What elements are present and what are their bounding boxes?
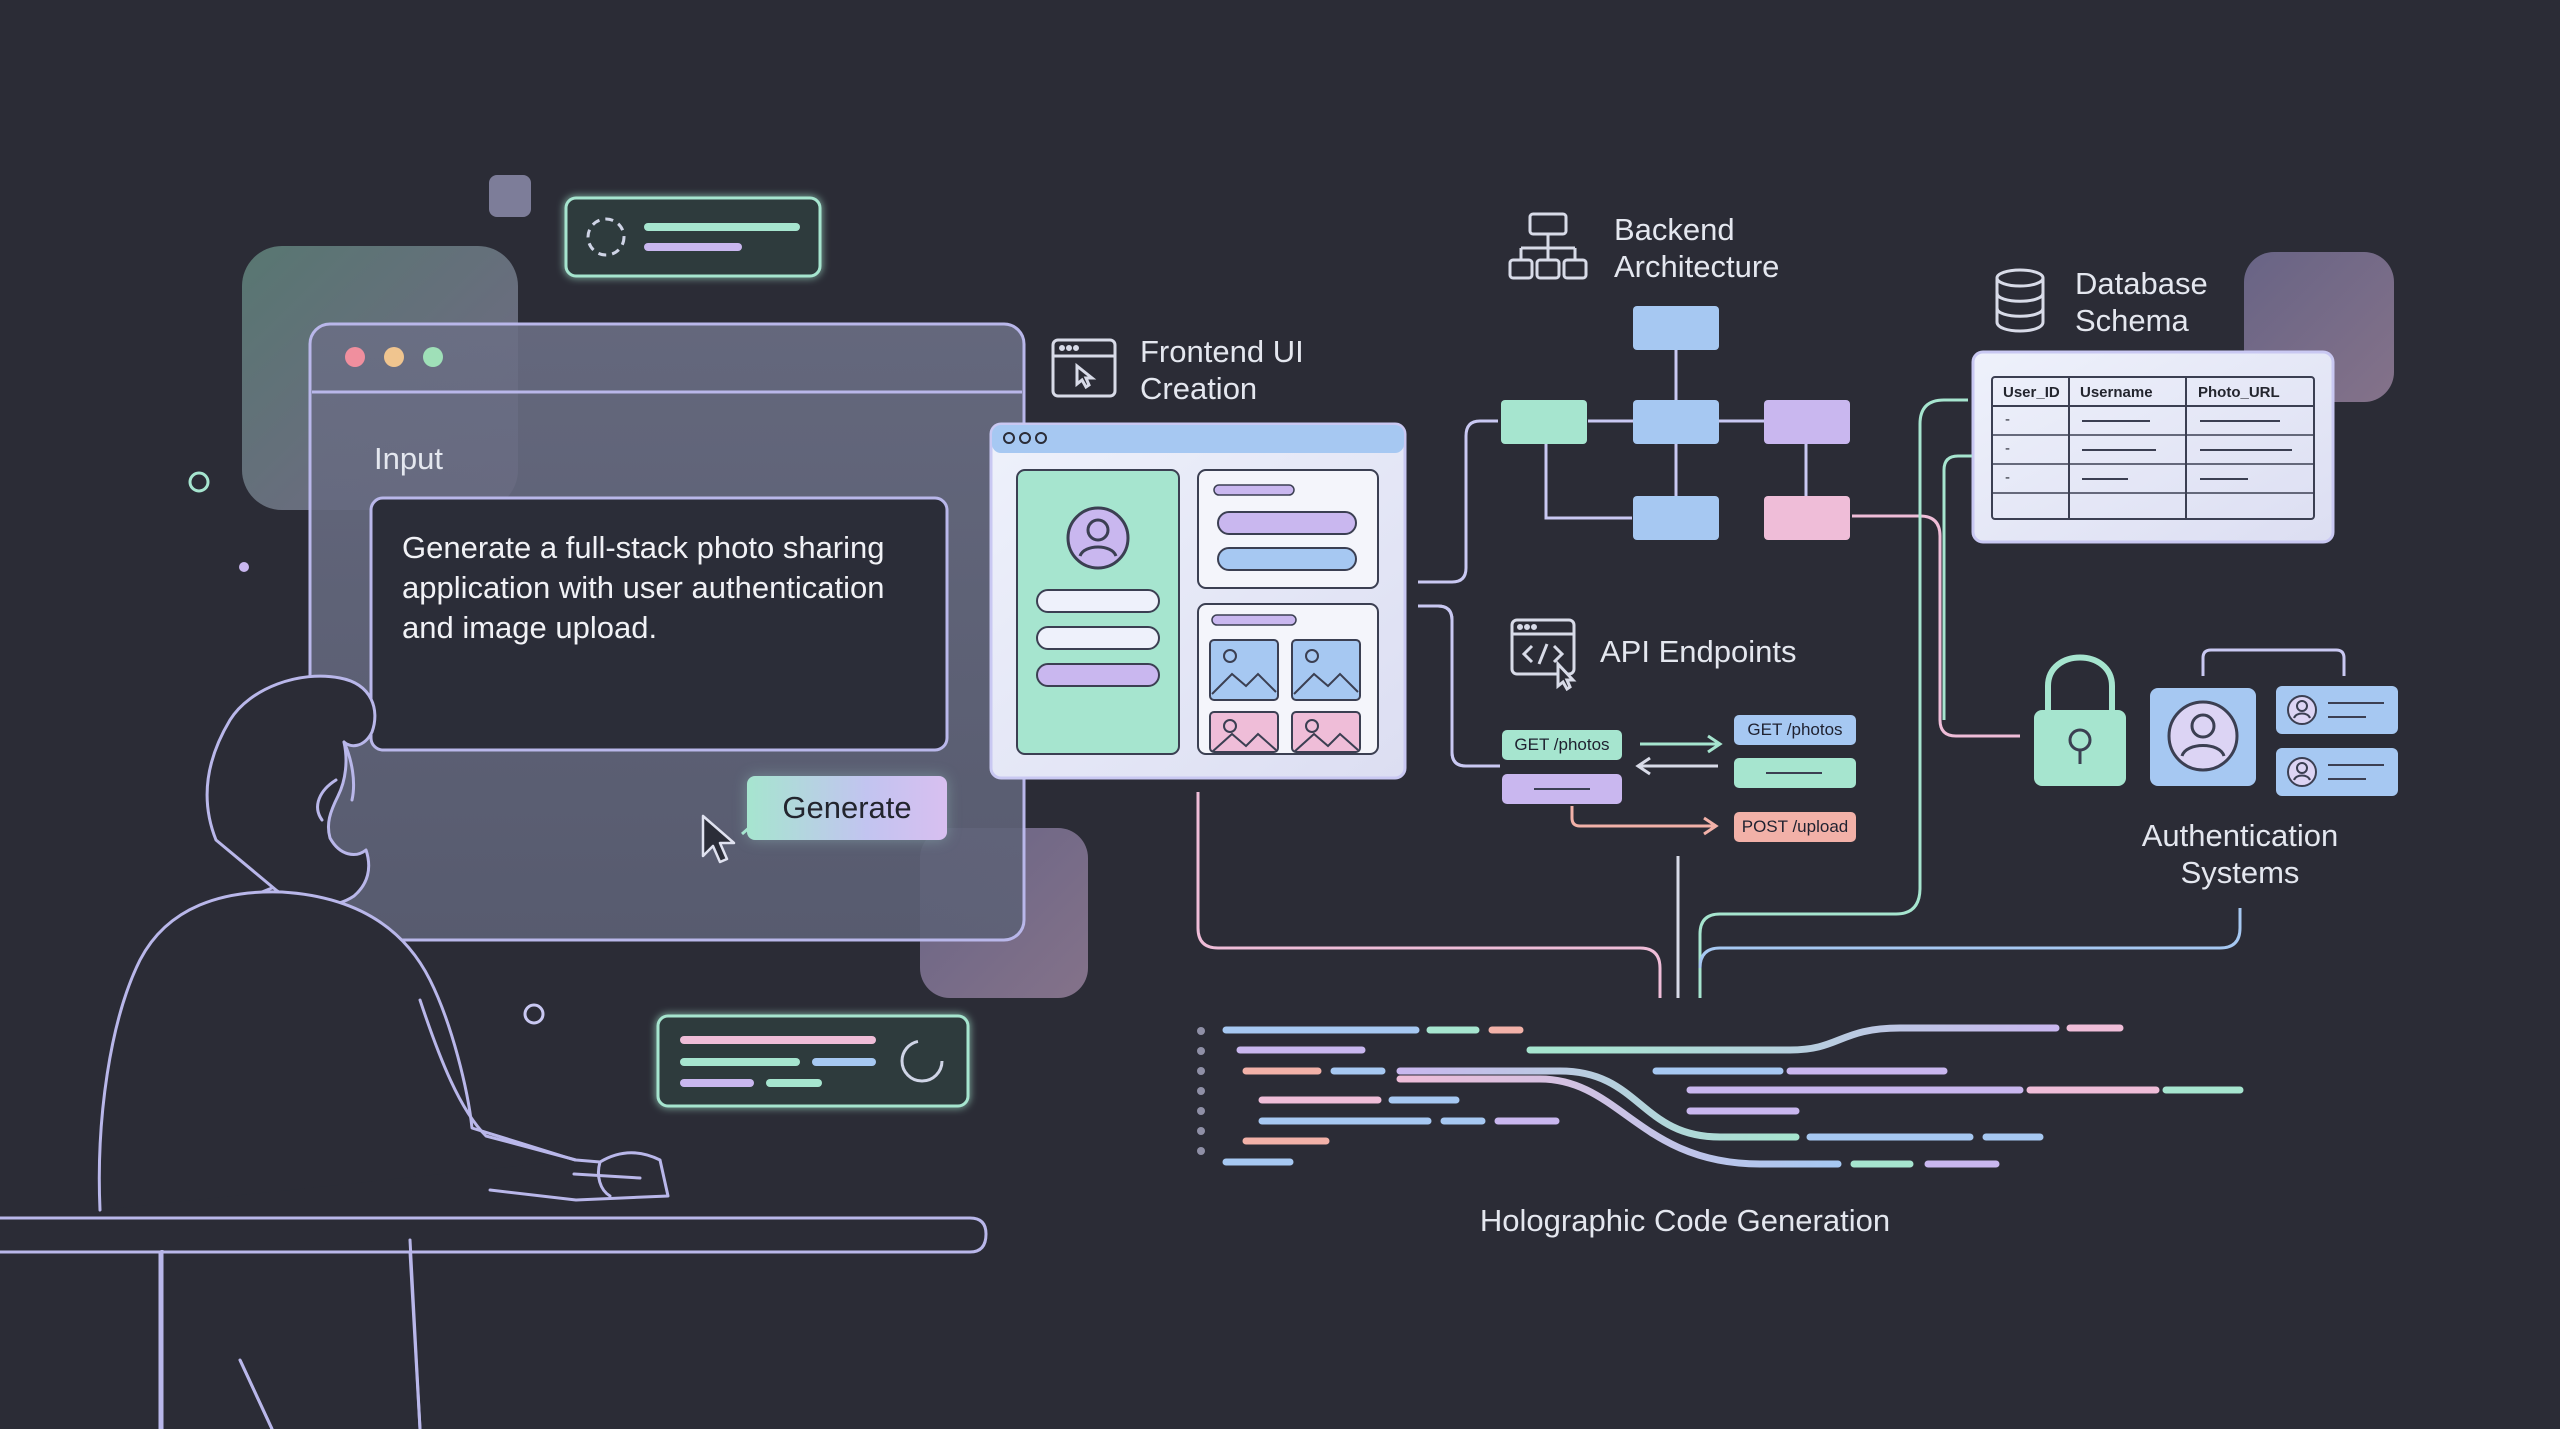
deco-dot [188, 471, 210, 493]
deco-square-small [489, 175, 531, 217]
api-get-photos-tag[interactable]: GET /photos [1502, 730, 1622, 760]
backend-node [1764, 496, 1850, 540]
frontend-ui-panel [989, 422, 1407, 780]
prompt-text[interactable]: Generate a full-stack photo sharing appl… [402, 530, 885, 645]
database-label-line2: Schema [2075, 303, 2189, 338]
api-get-photos-tag-right[interactable]: GET /photos [1734, 715, 1856, 745]
codegen-label: Holographic Code Generation [1479, 1203, 1891, 1238]
user-avatar-icon [1066, 506, 1130, 570]
auth-label-line2: Systems [2180, 855, 2300, 890]
window-close-dot[interactable] [345, 347, 365, 367]
user-list-card [2276, 686, 2398, 796]
floating-loader-chip-bottom [656, 1014, 970, 1108]
database-label-line1: Database [2075, 266, 2208, 301]
db-header-username: Username [2080, 384, 2153, 401]
db-header-photo-url: Photo_URL [2198, 384, 2280, 401]
sitemap-icon [1508, 212, 1588, 280]
loading-spinner-icon [900, 1039, 944, 1083]
backend-node [1633, 306, 1719, 350]
frontend-label-line1: Frontend UI [1140, 334, 1304, 369]
code-window-icon [1510, 618, 1577, 692]
database-schema-table [1971, 350, 2335, 544]
deco-dot [239, 562, 249, 572]
db-cell: - [2005, 469, 2010, 486]
window-maximize-dot[interactable] [423, 347, 443, 367]
db-cell: - [2005, 440, 2010, 457]
image-placeholder-icon [1209, 639, 1361, 753]
browser-window-icon [1051, 338, 1117, 398]
prompt-textarea[interactable] [369, 496, 949, 752]
deco-dot [523, 1003, 545, 1025]
backend-node [1633, 400, 1719, 444]
padlock-icon [2034, 654, 2126, 786]
user-avatar-icon [2150, 688, 2256, 786]
api-endpoints-label: API Endpoints [1600, 634, 1797, 669]
db-cell: - [2005, 411, 2010, 428]
api-post-upload-tag[interactable]: POST /upload [1734, 812, 1856, 842]
desk-line [0, 1216, 988, 1254]
floating-loader-chip-top [564, 196, 822, 278]
backend-node [1764, 400, 1850, 444]
backend-label-line2: Architecture [1614, 249, 1780, 284]
backend-architecture-graph [1418, 306, 1850, 768]
window-minimize-dot[interactable] [384, 347, 404, 367]
generate-button[interactable]: Generate [747, 776, 947, 840]
loading-spinner-icon [586, 217, 626, 257]
database-icon [1995, 268, 2045, 333]
backend-label-line1: Backend [1614, 212, 1735, 247]
backend-node [1501, 400, 1587, 444]
frontend-label-line2: Creation [1140, 371, 1258, 406]
auth-label-line1: Authentication [2141, 818, 2339, 853]
input-label: Input [374, 441, 443, 476]
db-header-user-id: User_ID [2003, 384, 2060, 401]
holographic-code-block [1197, 1024, 2244, 1168]
backend-node [1633, 496, 1719, 540]
